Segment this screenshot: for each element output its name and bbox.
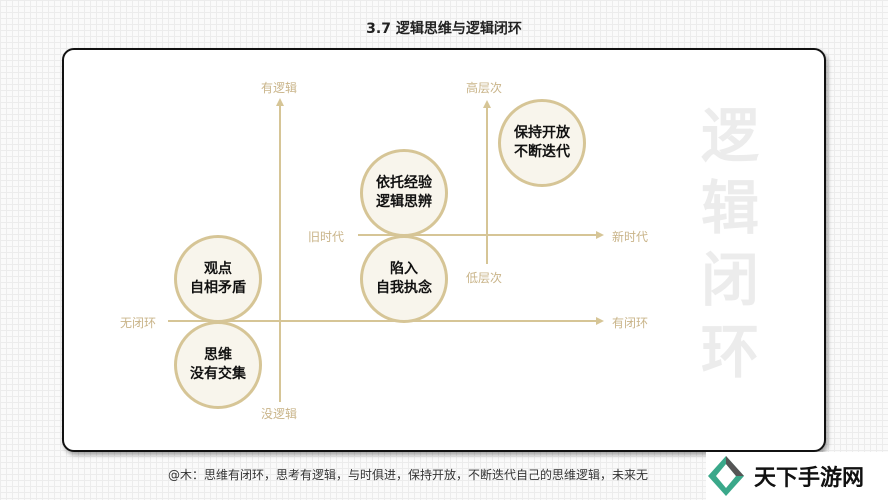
watermark-char: 闭 — [700, 246, 759, 314]
circle-no-intersection: 思维没有交集 — [174, 321, 262, 409]
logic-axis — [279, 104, 281, 402]
circle-text: 自我执念 — [376, 280, 432, 296]
circle-text: 逻辑思辨 — [376, 194, 432, 210]
circle-text: 思维 — [204, 347, 232, 363]
loop-axis — [168, 320, 598, 322]
watermark-char: 环 — [700, 318, 759, 386]
axis-label-low-level: 低层次 — [466, 271, 503, 285]
circle-text: 没有交集 — [190, 366, 246, 382]
axis-label-no-logic: 没逻辑 — [261, 407, 298, 421]
axis-label-new-era: 新时代 — [612, 230, 649, 244]
circle-experience-logic: 依托经验逻辑思辨 — [360, 149, 448, 237]
circle-self-obsession: 陷入自我执念 — [360, 235, 448, 323]
circle-text: 自相矛盾 — [190, 280, 246, 296]
arrow-up-icon — [276, 98, 284, 106]
footer-caption: @木：思维有闭环，思考有逻辑，与时俱进，保持开放，不断迭代自己的思维逻辑，未来无 — [168, 468, 649, 482]
arrow-right-icon — [596, 231, 604, 239]
arrow-right-icon — [596, 317, 604, 325]
axis-label-has-loop: 有闭环 — [612, 316, 649, 330]
circle-text: 陷入 — [390, 261, 418, 277]
watermark-char: 逻 — [700, 102, 759, 170]
circle-contradictory-views: 观点自相矛盾 — [174, 235, 262, 323]
era-axis — [358, 234, 598, 236]
arrow-up-icon — [483, 100, 491, 108]
circle-stay-open: 保持开放不断迭代 — [498, 99, 586, 187]
axis-label-old-era: 旧时代 — [308, 230, 345, 244]
circle-text: 保持开放 — [514, 125, 570, 141]
circle-text: 观点 — [204, 261, 232, 277]
axis-label-high-level: 高层次 — [466, 81, 503, 95]
slide-title: 3.7 逻辑思维与逻辑闭环 — [366, 21, 522, 37]
axis-label-no-loop: 无闭环 — [120, 316, 157, 330]
axis-label-has-logic: 有逻辑 — [261, 81, 298, 95]
watermark-char: 辑 — [700, 174, 759, 242]
circle-text: 不断迭代 — [514, 144, 570, 160]
watermark-text: 逻 辑 闭 环 — [695, 100, 765, 388]
diamond-logo-icon — [708, 456, 744, 496]
logo-name: 天下手游网 — [754, 466, 865, 491]
circle-text: 依托经验 — [376, 175, 432, 191]
site-logo: 天下手游网 — [706, 452, 888, 500]
level-axis — [486, 106, 488, 264]
